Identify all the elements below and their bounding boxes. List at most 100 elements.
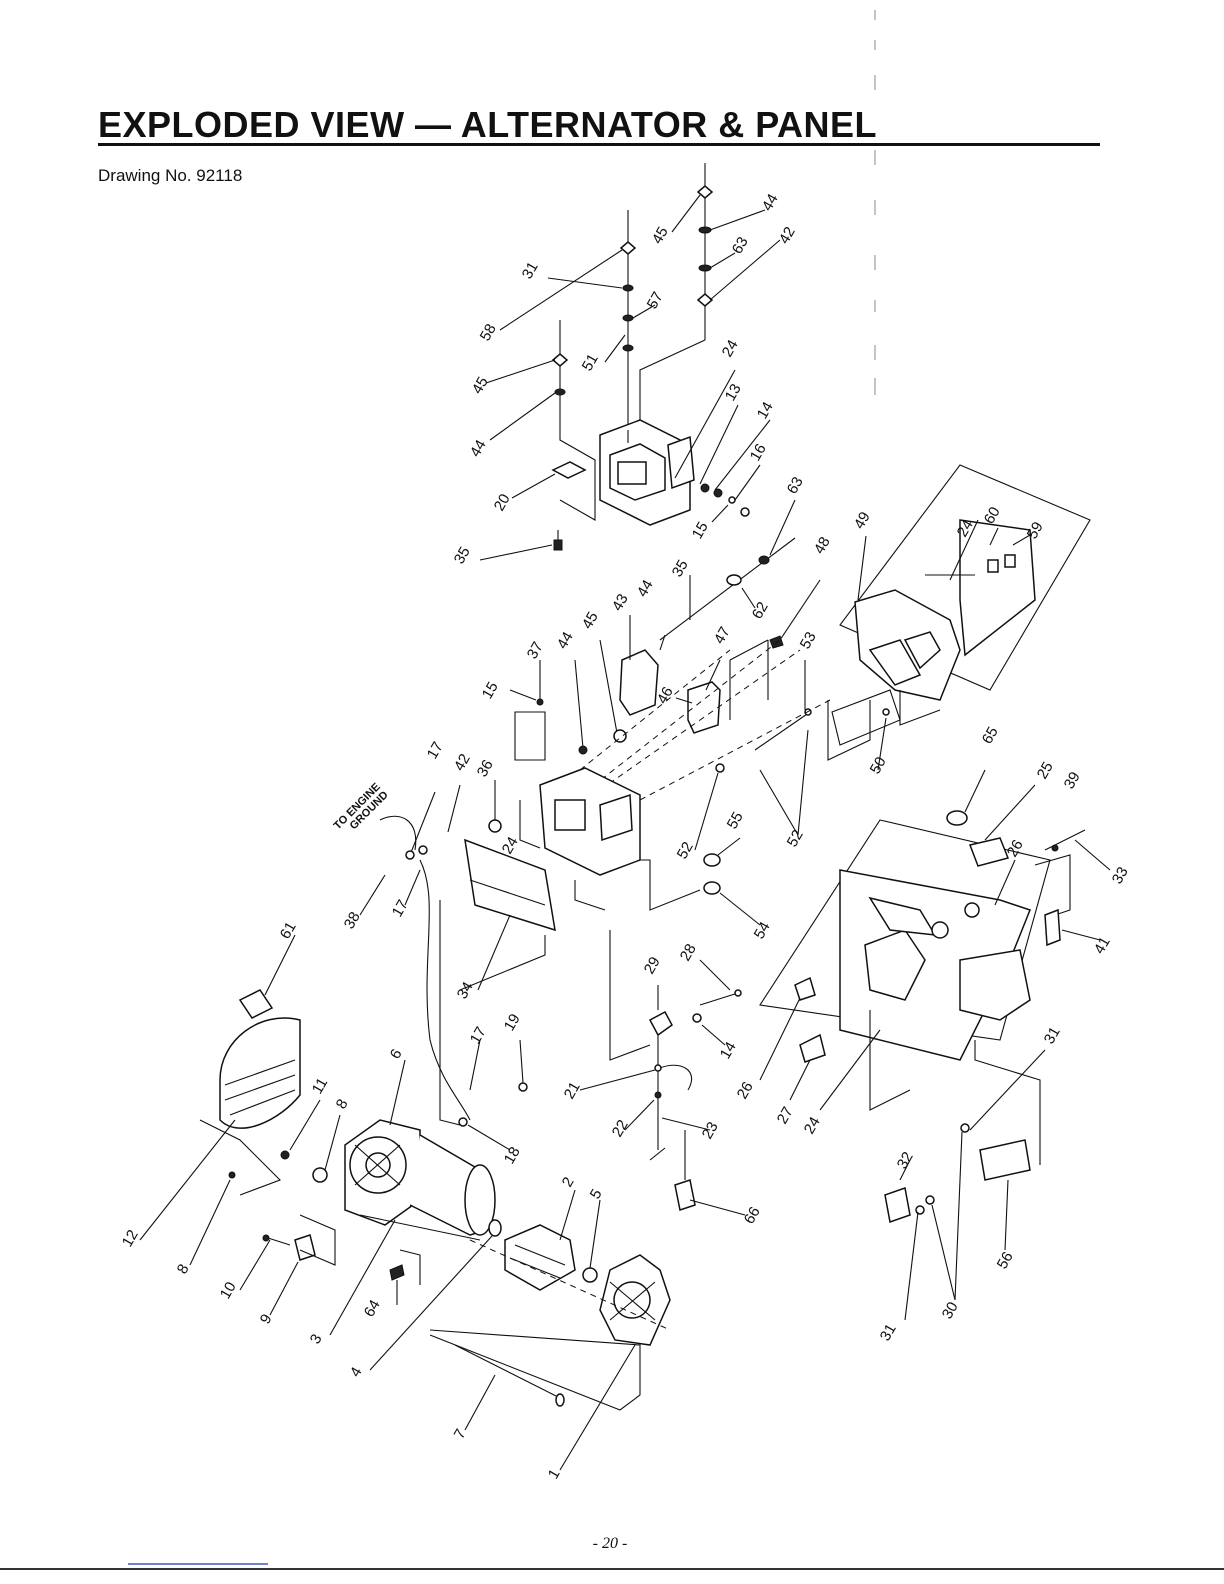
callout-35: 35 — [669, 557, 692, 580]
callout-28: 28 — [677, 941, 700, 964]
callout-31: 31 — [519, 259, 542, 282]
callout-7: 7 — [451, 1426, 470, 1442]
callout-21: 21 — [561, 1079, 584, 1102]
callout-44: 44 — [554, 629, 577, 652]
callout-14: 14 — [717, 1039, 740, 1062]
callout-66: 66 — [741, 1204, 764, 1227]
callout-63: 63 — [784, 474, 807, 497]
callout-34: 34 — [454, 979, 477, 1002]
callout-54: 54 — [751, 919, 774, 942]
callout-33: 33 — [1109, 864, 1132, 887]
callout-56: 56 — [994, 1249, 1017, 1272]
callout-61: 61 — [277, 919, 300, 942]
callout-46: 46 — [654, 684, 677, 707]
callout-19: 19 — [501, 1011, 524, 1034]
callout-37: 37 — [524, 639, 547, 662]
callout-24: 24 — [719, 337, 742, 360]
page-title: EXPLODED VIEW — ALTERNATOR & PANEL — [98, 104, 878, 145]
drawing-number: Drawing No. 92118 — [98, 166, 243, 185]
callout-53: 53 — [797, 629, 820, 652]
callout-10: 10 — [217, 1279, 240, 1302]
callout-26: 26 — [734, 1079, 757, 1102]
callout-59: 59 — [1024, 519, 1047, 542]
callout-62: 62 — [749, 599, 772, 622]
callout-labels: 45 44 63 42 31 58 57 51 45 44 24 13 14 1… — [119, 191, 1132, 1482]
callout-13: 13 — [722, 381, 745, 404]
callout-8: 8 — [333, 1096, 352, 1112]
callout-31: 31 — [1041, 1024, 1064, 1047]
callout-16: 16 — [747, 441, 770, 464]
callout-47: 47 — [711, 624, 734, 647]
upper-right-housing — [827, 464, 1091, 761]
callout-36: 36 — [474, 757, 497, 780]
callout-9: 9 — [257, 1311, 276, 1327]
callout-15: 15 — [689, 519, 712, 542]
callout-52: 52 — [784, 827, 807, 850]
callout-22: 22 — [609, 1117, 632, 1140]
callout-5: 5 — [587, 1186, 606, 1202]
callout-58: 58 — [477, 321, 500, 344]
callout-11: 11 — [309, 1075, 332, 1097]
page-number: - 20 - — [592, 1535, 628, 1552]
callout-17: 17 — [424, 739, 447, 762]
right-panel-assembly — [759, 769, 1111, 1321]
callout-20: 20 — [491, 491, 514, 514]
callout-57: 57 — [644, 289, 667, 312]
callout-29: 29 — [641, 954, 664, 977]
callout-44: 44 — [634, 577, 657, 600]
callout-44: 44 — [467, 437, 490, 460]
callout-38: 38 — [341, 909, 364, 932]
callout-4: 4 — [347, 1364, 366, 1380]
callout-45: 45 — [649, 224, 672, 247]
callout-12: 12 — [119, 1227, 142, 1250]
mid-fasteners — [509, 499, 901, 801]
callout-63: 63 — [729, 234, 752, 257]
callout-31: 31 — [877, 1321, 900, 1344]
callout-17: 17 — [389, 897, 412, 920]
bottom-accent-line — [128, 1563, 268, 1565]
callout-65: 65 — [979, 724, 1002, 747]
callout-6: 6 — [387, 1046, 406, 1062]
callout-30: 30 — [939, 1299, 962, 1322]
callout-41: 41 — [1091, 934, 1114, 957]
callout-24: 24 — [499, 834, 522, 857]
top-fastener-stack — [485, 163, 781, 441]
engine-ground-annotation: TO ENGINE GROUND — [332, 781, 391, 832]
callout-64: 64 — [361, 1297, 384, 1320]
callout-2: 2 — [559, 1174, 578, 1190]
callout-52: 52 — [674, 839, 697, 862]
callout-45: 45 — [579, 609, 602, 632]
callout-44: 44 — [759, 191, 782, 214]
main-bracket — [359, 767, 701, 1121]
callout-32: 32 — [894, 1149, 917, 1172]
callout-43: 43 — [609, 591, 632, 614]
callout-39: 39 — [1061, 769, 1084, 792]
upper-control-panel — [479, 339, 771, 561]
panel-plate — [439, 729, 809, 1126]
callout-51: 51 — [579, 351, 602, 374]
callout-23: 23 — [699, 1119, 722, 1142]
callout-45: 45 — [469, 374, 492, 397]
callout-17: 17 — [467, 1024, 490, 1047]
callout-24: 24 — [954, 517, 977, 540]
callout-55: 55 — [724, 809, 747, 832]
callout-50: 50 — [867, 754, 890, 777]
bottom-rule — [0, 1568, 1224, 1570]
callout-3: 3 — [307, 1331, 326, 1347]
center-small-parts — [579, 959, 746, 1216]
callout-18: 18 — [501, 1144, 524, 1167]
callout-27: 27 — [774, 1104, 797, 1127]
callout-60: 60 — [981, 504, 1004, 527]
callout-15: 15 — [479, 679, 502, 702]
callout-42: 42 — [451, 751, 474, 774]
callout-24: 24 — [801, 1114, 824, 1137]
callout-35: 35 — [451, 544, 474, 567]
callout-42: 42 — [776, 224, 799, 247]
callout-8: 8 — [174, 1261, 193, 1277]
callout-14: 14 — [754, 399, 777, 422]
callout-25: 25 — [1034, 759, 1057, 782]
callout-48: 48 — [811, 534, 834, 557]
alternator-group — [139, 934, 671, 1471]
callout-26: 26 — [1004, 837, 1027, 860]
